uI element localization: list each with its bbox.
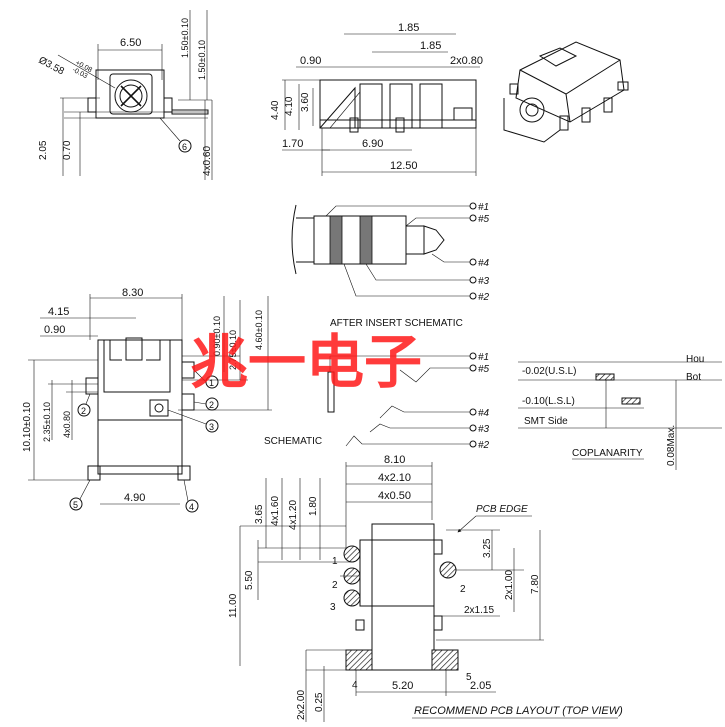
- front-dim-right: 4x0.60: [202, 146, 213, 176]
- top-dim-10-10-tol: 10.10±0.10: [22, 402, 33, 452]
- front-dim-top-b: 1.50±0.10: [197, 40, 207, 80]
- pcb-dim-4x1-20: 4x1.20: [288, 500, 299, 530]
- side-dim-1-70: 1.70: [282, 138, 303, 150]
- side-dim-3-60: 3.60: [300, 92, 311, 112]
- top-view: 8.30 4.15 0.90 0.90±0.10 2.75±0.10 4.60±…: [22, 287, 272, 513]
- plug-pin-3: #3: [478, 276, 490, 287]
- pcb-dim-8-10: 8.10: [384, 454, 405, 466]
- plug-pin-1: #1: [478, 202, 489, 213]
- pcb-dim-1-80: 1.80: [308, 496, 319, 516]
- top-callout-3: 3: [209, 422, 214, 432]
- watermark: 兆一电子: [190, 328, 422, 396]
- pcb-dim-0-25: 0.25: [314, 692, 325, 712]
- side-dim-1-85-b: 1.85: [420, 40, 441, 52]
- top-dim-2-35-tol: 2.35±0.10: [42, 402, 52, 442]
- coplanarity-lsl: -0.10(L.S.L): [522, 396, 575, 407]
- side-dim-4-10: 4.10: [284, 96, 295, 116]
- pcb-pad-label-3: 3: [330, 602, 336, 613]
- pcb-edge-label: PCB EDGE: [476, 504, 528, 515]
- pcb-dim-2x1-15: 2x1.15: [464, 605, 494, 616]
- coplanarity-usl: -0.02(U.S.L): [522, 366, 576, 377]
- schematic-pin-1: #1: [478, 352, 489, 363]
- top-callout-2a: 2: [81, 406, 86, 416]
- top-dim-0-90: 0.90: [44, 324, 65, 336]
- pcb-dim-2-05: 2.05: [470, 680, 491, 692]
- side-dim-6-90: 6.90: [362, 138, 383, 150]
- pcb-dim-4x2-10: 4x2.10: [378, 472, 411, 484]
- front-dim-left-b: 0.70: [62, 140, 73, 160]
- coplanarity-diagram: Hou Bot -0.02(U.S.L) -0.10(L.S.L) SMT Si…: [518, 354, 722, 470]
- top-callout-5-circle: [69, 497, 83, 511]
- pcb-pad-label-4: 4: [352, 680, 358, 691]
- front-view: 6.50 Ø3.58 +0.08 -0.03 2.05 0.70 1.50±0.…: [37, 10, 213, 180]
- pcb-dim-2x2-00: 2x2.00: [296, 690, 307, 720]
- schematic-pin-5: #5: [478, 364, 490, 375]
- top-dim-4x0-80: 4x0.80: [62, 411, 72, 438]
- side-dim-1-85-a: 1.85: [398, 22, 419, 34]
- side-dim-0-90: 0.90: [300, 55, 321, 67]
- pcb-pad-label-1: 1: [332, 556, 338, 567]
- front-diameter-dim: Ø3.58: [37, 55, 67, 78]
- coplanarity-max: 0.08Max.: [666, 425, 677, 466]
- front-dim-top-a: 1.50±0.10: [180, 18, 190, 58]
- top-callout-2b: 2: [209, 400, 214, 410]
- front-callout: 6: [182, 142, 187, 152]
- side-view: 1.85 1.85 0.90 2x0.80 4.40 4.10 3.60 1.7…: [270, 22, 483, 176]
- top-callout-4-circle: [185, 499, 199, 513]
- plug-pin-2: #2: [478, 292, 490, 303]
- top-dim-2-75-tol: 2.75±0.10: [228, 330, 238, 370]
- side-dim-12-50: 12.50: [390, 160, 418, 172]
- top-dim-4-90: 4.90: [124, 492, 145, 504]
- top-dim-8-30: 8.30: [122, 287, 143, 299]
- pcb-dim-5-20: 5.20: [392, 680, 413, 692]
- plug-pin-5: #5: [478, 214, 490, 225]
- schematic-pin-2: #2: [478, 440, 490, 451]
- pcb-dim-11-00: 11.00: [228, 593, 239, 618]
- pcb-dim-7-80: 7.80: [530, 574, 541, 594]
- coplanarity-smt-side: SMT Side: [524, 416, 568, 427]
- top-callout-5: 5: [73, 500, 78, 510]
- pcb-layout: 8.10 4x2.10 4x0.50 3.65 4x1.60 4x1.20 1.…: [228, 454, 623, 722]
- coplanarity-hou-cut: Hou: [686, 354, 704, 365]
- top-dim-4-60-tol: 4.60±0.10: [254, 310, 264, 350]
- schematic-pin-3: #3: [478, 424, 490, 435]
- pcb-pad-label-5: 5: [466, 672, 472, 683]
- top-dim-4-15: 4.15: [48, 306, 69, 318]
- pcb-layout-title: RECOMMEND PCB LAYOUT (TOP VIEW): [414, 705, 623, 717]
- front-dim-left-a: 2.05: [38, 140, 49, 160]
- top-dim-0-90-tol: 0.90±0.10: [212, 316, 222, 356]
- pcb-dim-4x1-60: 4x1.60: [270, 496, 281, 526]
- after-insert-label: AFTER INSERT SCHEMATIC: [330, 318, 463, 329]
- plug-pin-4: #4: [478, 258, 490, 269]
- front-width-dim: 6.50: [120, 37, 141, 49]
- schematic: AFTER INSERT SCHEMATIC SCHEMATIC #1 #5 #…: [264, 318, 490, 451]
- perspective-view: [503, 41, 629, 143]
- top-callout-2a-circle: [77, 403, 91, 417]
- pcb-dim-5-50: 5.50: [244, 570, 255, 590]
- pcb-pad-label-2: 2: [332, 580, 338, 591]
- pcb-dim-2x1-00: 2x1.00: [504, 570, 515, 600]
- top-callout-3-circle: [205, 419, 219, 433]
- pcb-dim-3-65: 3.65: [254, 504, 265, 524]
- coplanarity-bot-cut: Bot: [686, 372, 701, 383]
- schematic-label: SCHEMATIC: [264, 436, 322, 447]
- coplanarity-title: COPLANARITY: [572, 448, 643, 459]
- pcb-pad-label-2b: 2: [460, 584, 466, 595]
- pcb-dim-4x0-50: 4x0.50: [378, 490, 411, 502]
- side-dim-4-40: 4.40: [270, 100, 281, 120]
- top-callout-4: 4: [189, 502, 194, 512]
- pcb-dim-3-25: 3.25: [482, 538, 493, 558]
- top-callout-1: 1: [209, 378, 214, 388]
- front-callout-circle: [178, 139, 192, 153]
- schematic-pin-4: #4: [478, 408, 490, 419]
- plug-diagram: #1 #5 #4 #3 #2: [291, 202, 490, 303]
- side-dim-2x0-80: 2x0.80: [450, 55, 483, 67]
